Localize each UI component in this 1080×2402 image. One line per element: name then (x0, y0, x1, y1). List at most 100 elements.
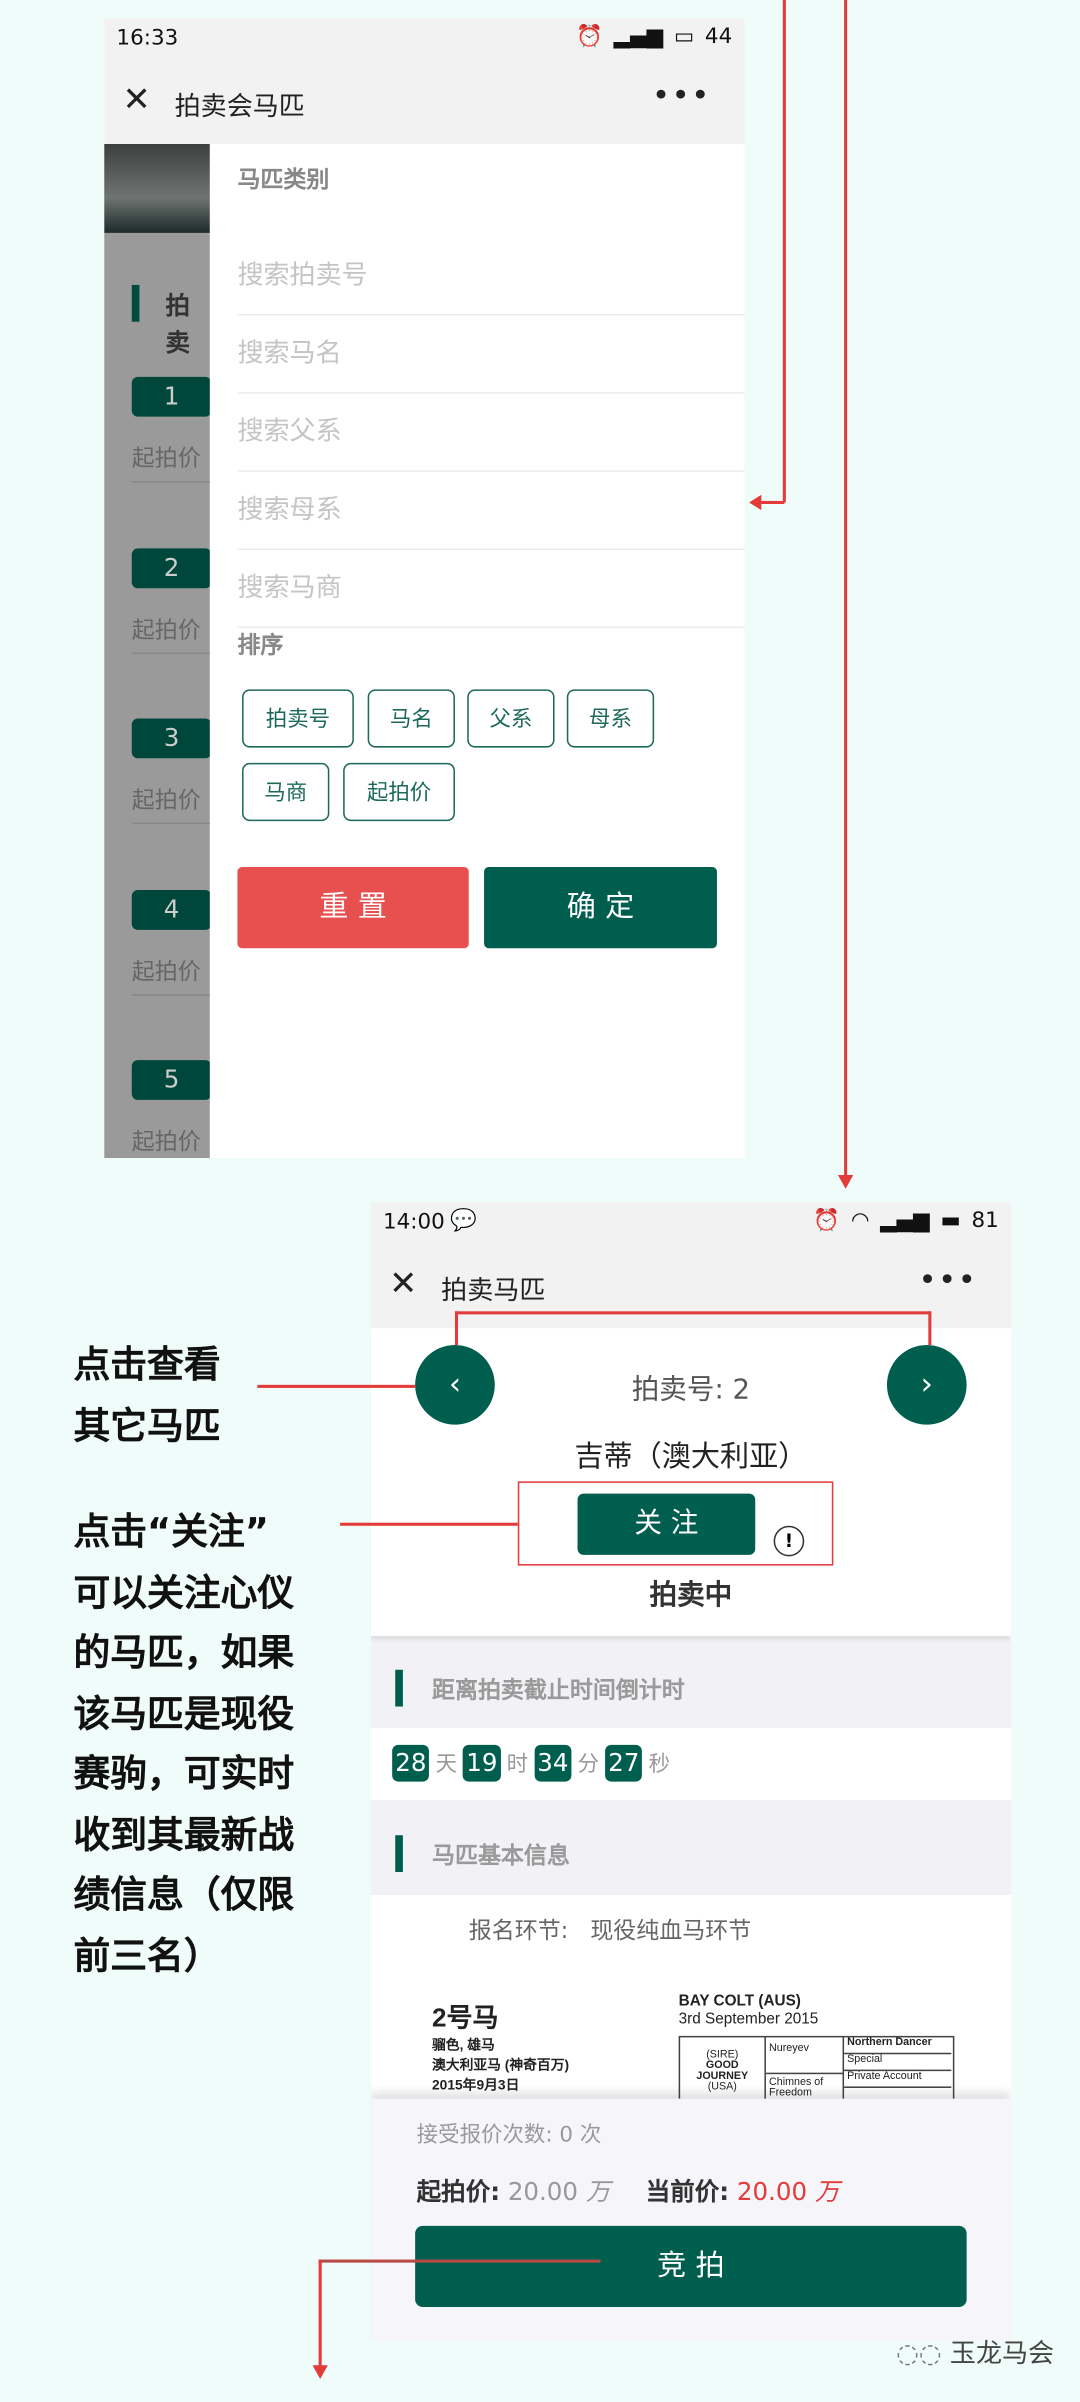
status-bar: 14:00 💬 ⏰◠▂▄▆▬81 (370, 1202, 1012, 1246)
section-bar (131, 284, 140, 322)
list-item-number-badge[interactable]: 3 (131, 718, 210, 759)
annotation-line (782, 0, 786, 503)
close-icon[interactable]: ✕ (122, 81, 151, 120)
list-item-price-label: 起拍价 (131, 956, 201, 985)
lot-number: 拍卖号: 2 (631, 1374, 751, 1407)
countdown-value: 34 (534, 1744, 572, 1782)
filter-drawer: 马匹类别 搜索拍卖号搜索马名搜索父系搜索母系搜索马商 排序 拍卖号马名父系母系马… (209, 143, 745, 1159)
basic-info-body: 报名环节: 现役纯血马环节 2号马 骝色, 雄马 澳大利亚马 (神奇百万) 20… (370, 1894, 1012, 2099)
info-icon[interactable]: ! (773, 1525, 805, 1557)
list-item-number-badge[interactable]: 1 (131, 376, 210, 417)
section-title: 拍卖 (165, 291, 190, 357)
watermark: ◌◌ 玉龙马会 (896, 2339, 1055, 2370)
sort-option[interactable]: 起拍价 (343, 762, 455, 822)
annotation-nav: 点击查看 其它马匹 (73, 1343, 221, 1447)
list-item-number-badge[interactable]: 2 (131, 547, 210, 588)
sort-label: 排序 (237, 631, 284, 659)
wechat-icon: ◌◌ (896, 2339, 942, 2370)
arrow-down-icon (837, 1174, 854, 1189)
title-bar: ✕ 拍卖马匹 ••• (370, 1245, 1012, 1329)
countdown-section-header: 距离拍卖截止时间倒计时 (370, 1646, 1012, 1728)
annotation-line (759, 500, 785, 504)
list-item-number-badge[interactable]: 4 (131, 889, 210, 930)
arrow-down-icon (312, 2365, 328, 2380)
status-bar: 16:33 ⏰▂▄▆▭44 (104, 18, 745, 62)
sort-option[interactable]: 拍卖号 (242, 689, 354, 748)
screen-auction-horse-detail: 14:00 💬 ⏰◠▂▄▆▬81 ✕ 拍卖马匹 ••• ‹ › 拍卖号: 2 吉… (370, 1202, 1012, 2341)
page-title: 拍卖马匹 (441, 1276, 546, 1307)
prev-horse-button[interactable]: ‹ (415, 1345, 495, 1425)
pedigree-cell: Special (844, 2054, 952, 2072)
horse-header-card: ‹ › 拍卖号: 2 吉蒂（澳大利亚） 关 注 ! 拍卖中 (370, 1328, 1012, 1637)
banner-photo (104, 143, 210, 233)
search-input[interactable]: 搜索母系 (237, 472, 745, 550)
close-icon[interactable]: ✕ (389, 1265, 418, 1304)
catalog-page-image: 2号马 骝色, 雄马 澳大利亚马 (神奇百万) 2015年9月3日 BAY CO… (371, 1987, 1011, 2099)
list-item-number-badge[interactable]: 5 (131, 1060, 210, 1100)
horse-name: 吉蒂（澳大利亚） (574, 1439, 808, 1474)
bid-panel: 接受报价次数: 0 次 起拍价: 20.00 万 当前价: 20.00 万 竞 … (370, 2098, 1012, 2341)
bid-button[interactable]: 竞 拍 (415, 2225, 967, 2308)
pedigree-cell: Northern Dancer (844, 2037, 952, 2055)
battery-icon: ▬ (940, 1208, 961, 1234)
sort-option[interactable]: 马名 (367, 689, 455, 748)
offer-count: 接受报价次数: 0 次 (416, 2123, 602, 2148)
annotation-follow: 点击“关注” 可以关注心仪 的马匹，如果 该马匹是现役 赛驹，可实时 收到其最新… (73, 1510, 295, 1977)
divider (131, 481, 210, 483)
search-input[interactable]: 搜索马名 (237, 316, 745, 394)
pedigree-cell: Private Account (844, 2071, 952, 2088)
divider (131, 993, 210, 995)
section-bar (395, 1835, 403, 1872)
chevron-right-icon: › (920, 1364, 933, 1402)
countdown-value: 19 (463, 1744, 501, 1782)
list-item-price-label: 起拍价 (131, 615, 201, 643)
search-input[interactable]: 搜索马商 (237, 550, 745, 629)
annotation-line (318, 2259, 321, 2367)
confirm-button[interactable]: 确 定 (484, 867, 717, 949)
countdown-value: 28 (392, 1744, 430, 1782)
list-item-price-label: 起拍价 (131, 444, 201, 472)
sort-option[interactable]: 马商 (242, 762, 330, 822)
more-icon[interactable]: ••• (651, 76, 711, 114)
annotation-line (318, 2259, 601, 2262)
auction-status: 拍卖中 (649, 1579, 733, 1612)
page-title: 拍卖会马匹 (174, 91, 305, 123)
sort-option[interactable]: 母系 (566, 689, 655, 748)
title-bar: ✕ 拍卖会马匹 ••• (104, 61, 745, 144)
annotation-line (257, 1384, 416, 1388)
annotation-line (454, 1311, 930, 1314)
section-bar (395, 1669, 403, 1707)
chevron-left-icon: ‹ (448, 1364, 462, 1402)
basic-info-section-header: 马匹基本信息 (370, 1812, 1012, 1895)
sort-option[interactable]: 父系 (467, 689, 555, 748)
annotation-line (454, 1311, 458, 1346)
divider (131, 822, 210, 825)
search-input[interactable]: 搜索拍卖号 (237, 237, 745, 316)
signal-icon: ▂▄▆ (880, 1208, 930, 1234)
battery-icon: ▭ (673, 24, 695, 50)
follow-button[interactable]: 关 注 (577, 1493, 756, 1555)
screen-auction-list-filter: 16:33 ⏰▂▄▆▭44 ✕ 拍卖会马匹 ••• 拍卖 1 起拍价 2 起拍价 3 起拍… (104, 18, 745, 1159)
follow-highlight-box (517, 1481, 834, 1566)
annotation-line (844, 0, 847, 1177)
more-icon[interactable]: ••• (918, 1260, 978, 1298)
price-row: 起拍价: 20.00 万 当前价: 20.00 万 (416, 2176, 840, 2206)
search-input[interactable]: 搜索父系 (237, 394, 745, 472)
entry-stage: 报名环节: 现役纯血马环节 (468, 1916, 752, 1944)
annotation-line (340, 1522, 518, 1526)
list-item-price-label: 起拍价 (131, 785, 201, 814)
divider (131, 651, 210, 654)
reset-button[interactable]: 重 置 (237, 867, 469, 949)
arrow-left-icon (749, 494, 762, 511)
wifi-icon: ◠ (850, 1208, 870, 1234)
alarm-icon: ⏰ (813, 1208, 841, 1234)
chat-icon: 💬 (450, 1208, 478, 1234)
annotation-line (928, 1311, 931, 1346)
alarm-icon: ⏰ (576, 24, 603, 50)
next-horse-button[interactable]: › (886, 1345, 967, 1425)
